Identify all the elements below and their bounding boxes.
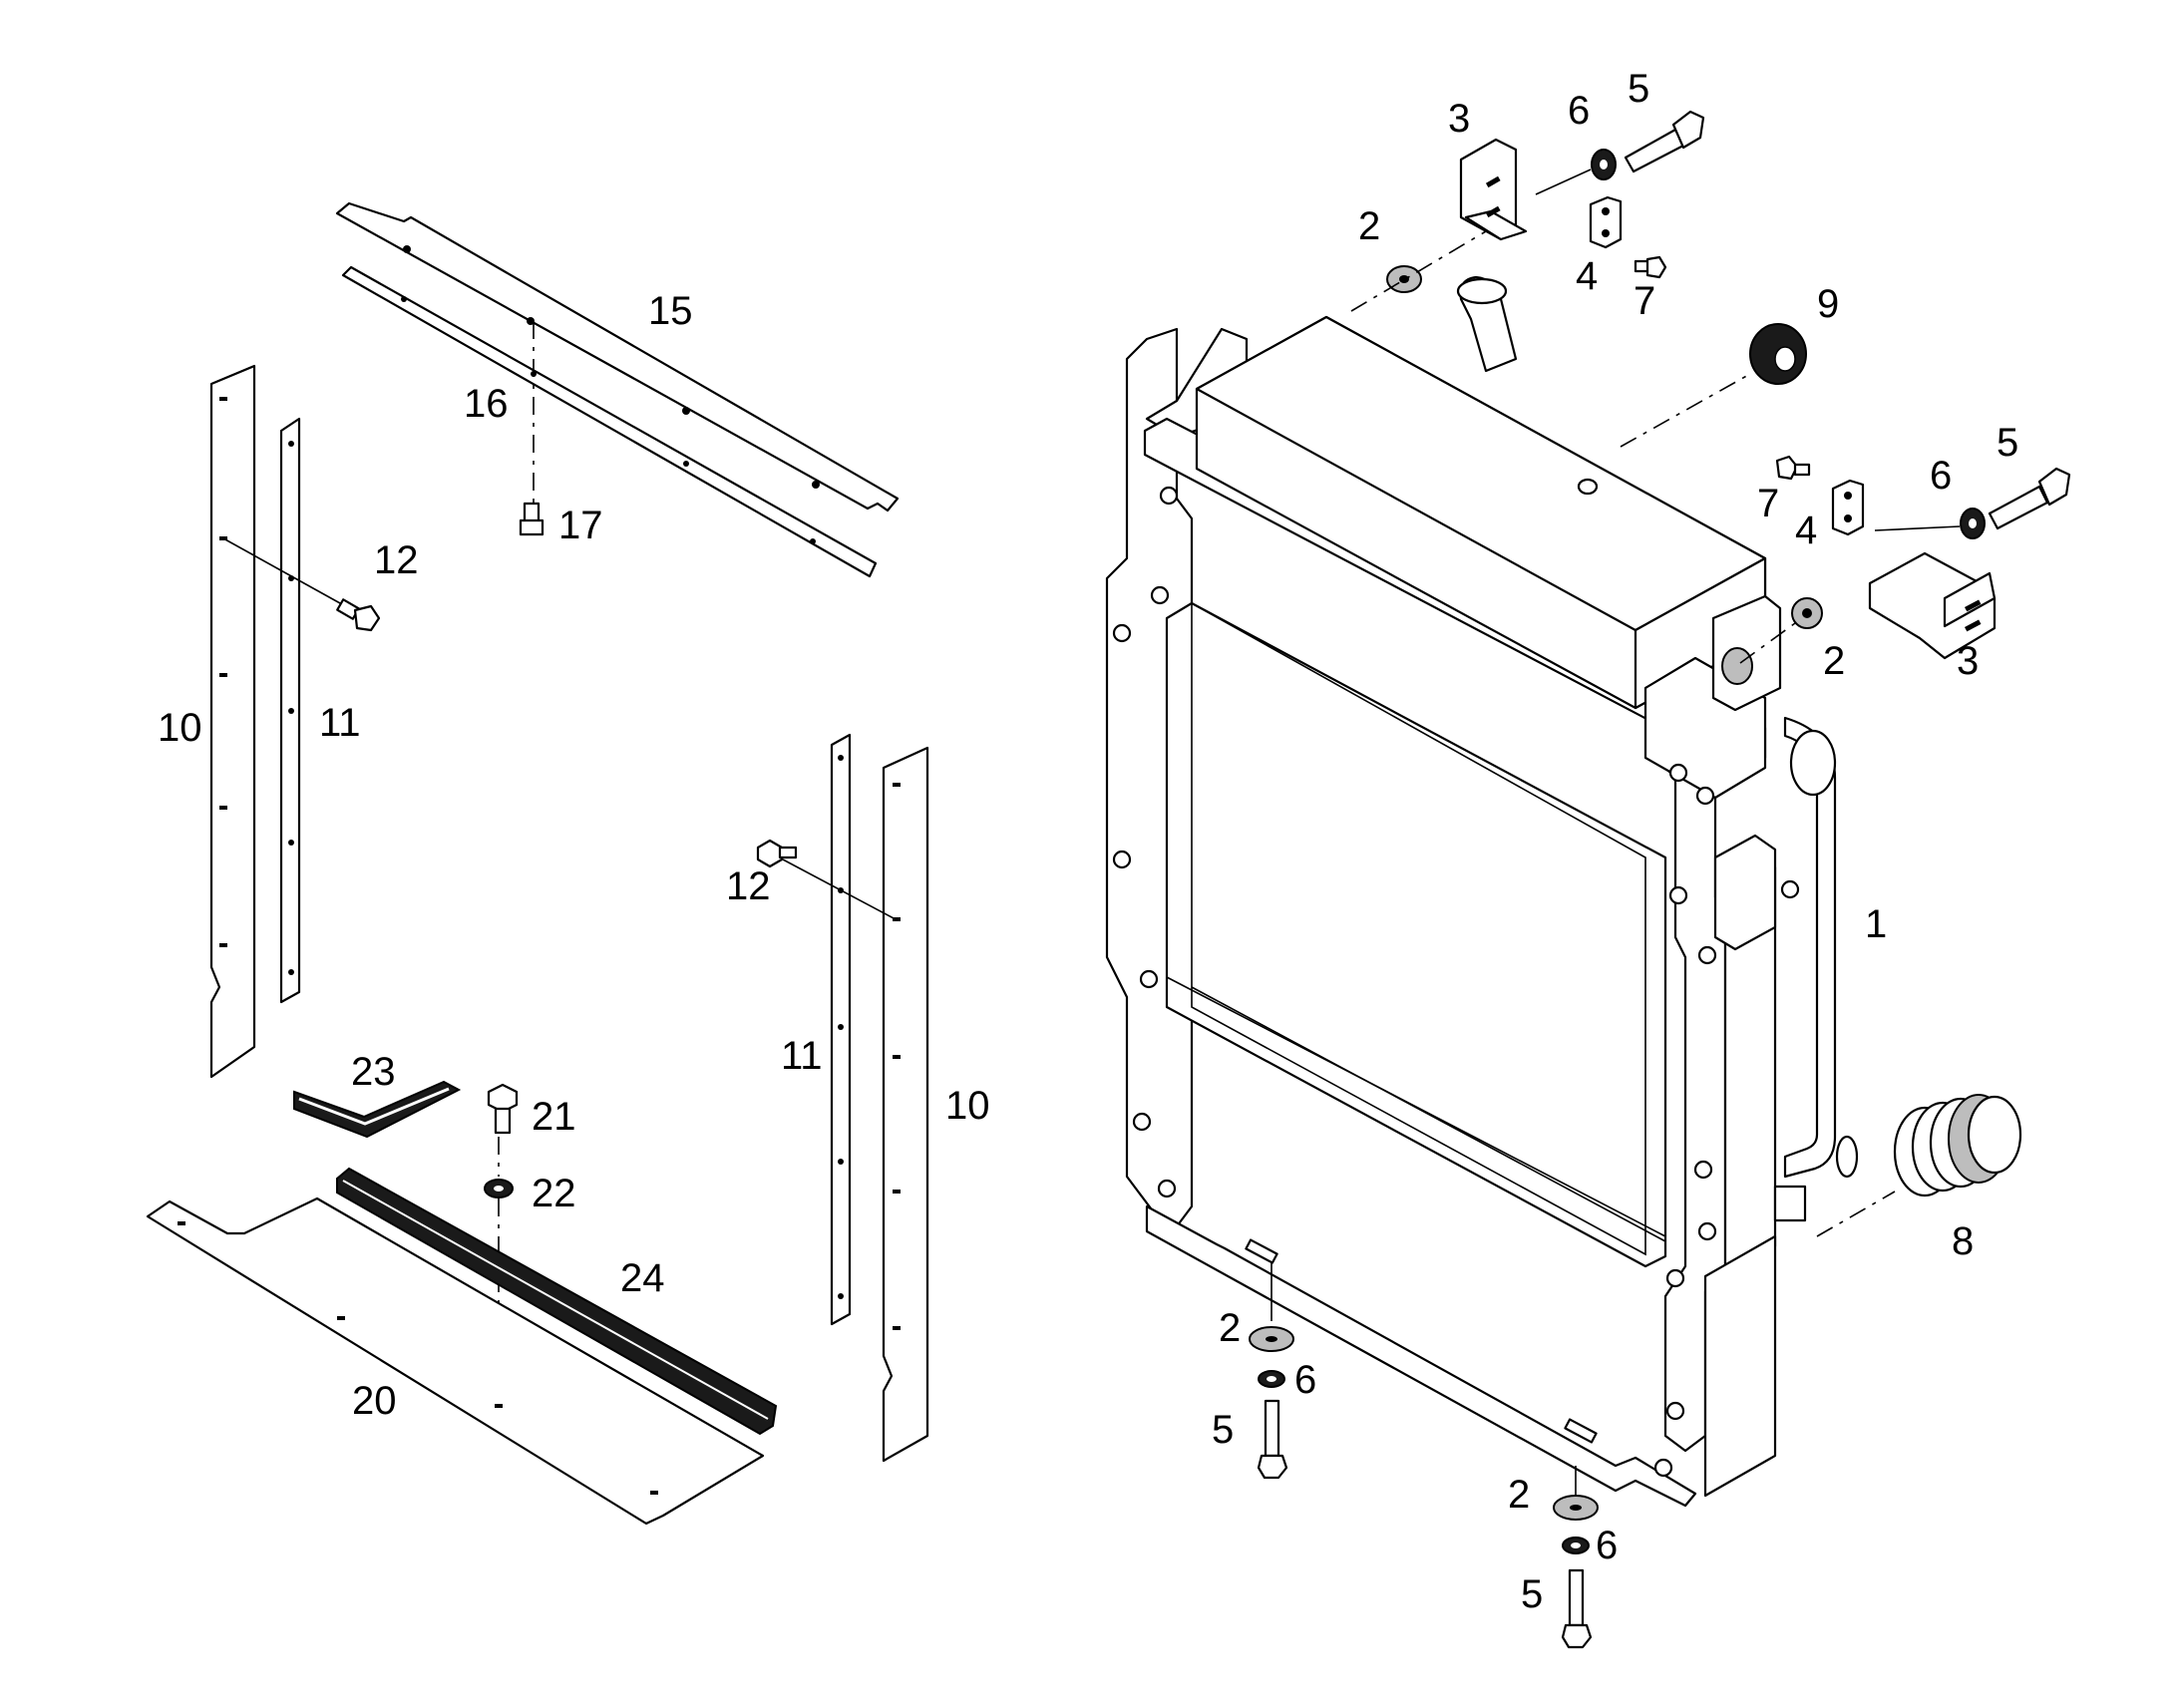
part-5-bolt-bottom-left	[1257, 1399, 1288, 1480]
leader-3-6-top	[1535, 169, 1592, 195]
callout-17: 17	[558, 504, 603, 547]
callout-7-top: 7	[1634, 279, 1655, 323]
leader-2-top	[1350, 230, 1487, 312]
callout-2-bottom-left: 2	[1219, 1306, 1241, 1350]
callout-3-right: 3	[1957, 639, 1979, 683]
part-3-mount-bracket-top	[1459, 138, 1528, 241]
callout-4-right: 4	[1795, 509, 1817, 552]
part-10-right-side-strip	[882, 746, 929, 1463]
part-2-spacer-right	[1791, 597, 1823, 629]
part-4-clamp-plate-top	[1589, 195, 1623, 249]
callout-3-top: 3	[1448, 97, 1470, 141]
callout-6-right: 6	[1930, 454, 1952, 498]
part-12-left-bolt	[336, 598, 381, 632]
part-22-washer	[484, 1179, 514, 1198]
part-11-left-narrow-strip	[279, 417, 301, 1004]
callout-23: 23	[351, 1050, 396, 1094]
callout-8: 8	[1952, 1219, 1974, 1263]
leader-3-6-right	[1874, 525, 1961, 531]
callout-5-right: 5	[1997, 421, 2018, 465]
part-15-top-seal-strip	[335, 201, 900, 512]
part-23-corner-seal	[293, 1080, 462, 1139]
leader-2-right	[1739, 622, 1796, 664]
callout-1: 1	[1865, 902, 1887, 946]
part-5-bolt-right	[1988, 467, 2071, 530]
leader-9	[1620, 373, 1751, 448]
callout-12-right: 12	[726, 864, 771, 908]
part-5-bolt-bottom-right	[1561, 1568, 1593, 1649]
callout-4-top: 4	[1576, 254, 1598, 298]
part-9-radiator-cap	[1749, 323, 1807, 385]
part-2-spacer-top	[1386, 265, 1422, 293]
part-7-screw-top	[1634, 255, 1667, 279]
callout-labels: 1 2 2 2 2 3 3 4 4 5 5 5 5 6 6 6 6 7 7 8 …	[158, 67, 2018, 1616]
callout-10-right: 10	[945, 1084, 990, 1128]
callout-11-right: 11	[781, 1034, 823, 1078]
callout-2-right: 2	[1823, 639, 1845, 683]
mount-stack-bottom-right	[1553, 1466, 1599, 1649]
leader-12-right	[782, 858, 897, 920]
callout-11-left: 11	[319, 701, 361, 745]
callout-6-bottom-right: 6	[1596, 1524, 1618, 1567]
callout-16: 16	[464, 382, 509, 426]
callout-12-left: 12	[374, 538, 419, 582]
leader-12-left	[222, 537, 350, 609]
part-8-hose-fitting	[1893, 1094, 2022, 1197]
part-10-left-side-strip	[209, 364, 256, 1079]
part-6-washer-bottom-right	[1562, 1537, 1590, 1554]
callout-15: 15	[648, 289, 693, 333]
part-6-washer-top	[1591, 149, 1617, 180]
callout-7-right: 7	[1757, 482, 1779, 525]
callout-20: 20	[352, 1379, 397, 1423]
part-2-spacer-bottom-right	[1553, 1495, 1599, 1521]
callout-5-bottom-left: 5	[1212, 1408, 1234, 1452]
part-17-bolt	[519, 502, 545, 536]
frame-bolts	[1112, 486, 1800, 1478]
callout-2-top: 2	[1358, 204, 1380, 248]
callout-24: 24	[620, 1256, 665, 1300]
callout-5-top: 5	[1628, 67, 1649, 111]
callout-9: 9	[1817, 282, 1839, 326]
part-21-bolt	[487, 1083, 519, 1135]
part-7-screw-right	[1775, 455, 1811, 481]
part-16-seal-strip	[341, 265, 878, 578]
part-5-bolt-top	[1624, 110, 1705, 173]
callout-2-bottom-right: 2	[1508, 1473, 1530, 1517]
callout-5-bottom-right: 5	[1521, 1572, 1543, 1616]
mount-stack-bottom-left	[1249, 1261, 1294, 1480]
callout-21: 21	[532, 1095, 576, 1139]
part-6-washer-bottom-left	[1258, 1370, 1285, 1388]
part-4-clamp-plate-right	[1831, 479, 1865, 536]
part-6-washer-right	[1960, 508, 1986, 539]
part-24-bottom-seal-bar	[336, 1167, 778, 1436]
part-2-spacer-bottom-left	[1249, 1326, 1294, 1352]
part-1-radiator-assembly	[1105, 275, 1807, 1508]
callout-6-top: 6	[1568, 89, 1590, 133]
callout-10-left: 10	[158, 706, 202, 750]
part-12-right-bolt	[756, 839, 798, 868]
leader-8	[1816, 1191, 1896, 1237]
part-20-bottom-plate	[146, 1196, 765, 1526]
part-3-mount-bracket-right	[1868, 551, 1997, 660]
callout-22: 22	[532, 1172, 576, 1215]
part-11-right-narrow-strip	[830, 733, 852, 1326]
callout-6-bottom-left: 6	[1294, 1358, 1316, 1402]
coolant-pipe	[1783, 716, 1859, 1179]
